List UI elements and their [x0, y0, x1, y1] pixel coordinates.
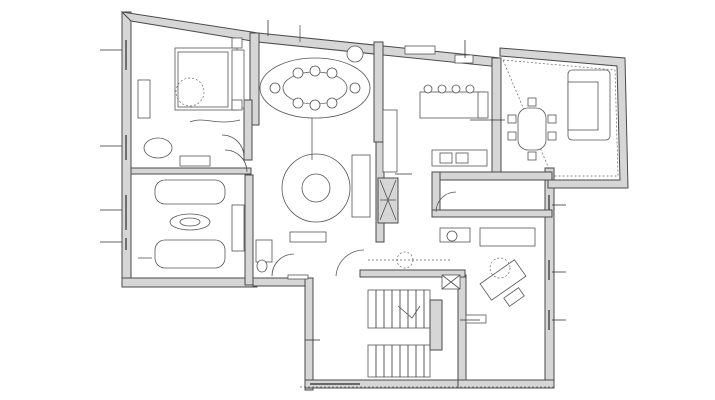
dining-room [259, 25, 371, 119]
wc-icon [255, 239, 273, 263]
wall-cabinet [404, 45, 436, 55]
chair-icon [326, 97, 338, 109]
vanity-basin [169, 213, 211, 231]
bathroom [138, 179, 245, 269]
kitchen-east-wall [491, 57, 502, 179]
window-markers [100, 20, 566, 385]
stool-icon [465, 84, 475, 94]
chair-icon [309, 65, 321, 77]
stair-hall-wall [359, 269, 466, 278]
terrace [499, 47, 629, 189]
daybed [479, 259, 527, 301]
kitchen [382, 45, 489, 173]
terrace-parapet [499, 47, 629, 189]
door-swing-icon [435, 191, 457, 213]
stair-east-wall [457, 274, 467, 388]
stair-flight-lower [367, 344, 431, 378]
duvet [177, 51, 229, 108]
bed-bath-divider [130, 167, 252, 175]
chair-icon [326, 67, 338, 79]
chair-icon [547, 131, 557, 141]
chair-icon [292, 97, 304, 109]
study-north-wall [431, 171, 553, 181]
living-room [224, 118, 450, 277]
door-swing-icon [335, 249, 365, 277]
sink-icon [439, 152, 453, 164]
door-swing-icon [221, 134, 245, 158]
dining-table [282, 71, 348, 105]
basin-icon [179, 217, 201, 227]
bath-cabinet [231, 204, 245, 252]
kitchen-west-wall [373, 41, 384, 143]
south-wall-west [121, 277, 258, 288]
study [435, 191, 536, 324]
chair-icon [292, 67, 304, 79]
headboard [231, 49, 245, 109]
chair-icon [507, 114, 517, 124]
stair-hall [367, 274, 461, 378]
south-wall-east [457, 379, 555, 389]
study-west-wall-upper [431, 171, 441, 213]
hob-icon [455, 152, 469, 164]
coffee-table [301, 173, 331, 203]
terrace-sofa-seat [567, 81, 599, 131]
stair-core-wall [429, 299, 443, 351]
bath-east-wall [244, 174, 254, 286]
sofa [351, 154, 371, 218]
master-bedroom [137, 37, 245, 167]
ottoman [503, 287, 525, 307]
dresser [137, 79, 151, 119]
door-swing-icon [224, 149, 248, 173]
terrace-table [517, 107, 547, 151]
basin-icon [446, 230, 458, 242]
rug-edge [189, 119, 241, 123]
plant-icon [346, 45, 364, 63]
chair-icon [269, 82, 281, 94]
desk [479, 227, 536, 247]
kitchen-island [419, 91, 486, 119]
armchair [143, 137, 173, 159]
bathtub-south [154, 239, 226, 269]
stool-icon [437, 84, 447, 94]
north-slant-wall [120, 11, 259, 43]
stair-arrow-icon [397, 305, 421, 319]
stair-west-wall [304, 277, 314, 391]
stair-flight-upper [367, 289, 431, 329]
wall-cabinet [454, 54, 474, 64]
bathtub-north [154, 179, 226, 205]
ceiling-light-icon [489, 257, 511, 279]
chair-icon [349, 82, 361, 94]
chair-icon [527, 97, 537, 107]
chair-icon [547, 114, 557, 124]
nightstand [231, 99, 243, 111]
door-swing-icon [271, 253, 295, 277]
side-table [465, 314, 487, 324]
stool-icon [423, 84, 433, 94]
threshold [287, 274, 309, 280]
island-end [477, 91, 489, 119]
shaft-cross [441, 274, 461, 290]
stool-icon [451, 84, 461, 94]
bench [179, 155, 211, 167]
study-inner-wall [431, 209, 553, 218]
kitchen-counter [382, 109, 398, 173]
toilet-icon [256, 259, 268, 273]
chair-icon [309, 99, 321, 111]
bedroom-east-wall [243, 99, 253, 161]
console [289, 231, 327, 243]
ceiling-light-icon [175, 77, 205, 107]
dining-west-wall [249, 32, 260, 126]
chair-icon [527, 151, 537, 161]
nightstand [231, 37, 243, 49]
small-bathroom [255, 239, 309, 280]
chair-icon [507, 131, 517, 141]
